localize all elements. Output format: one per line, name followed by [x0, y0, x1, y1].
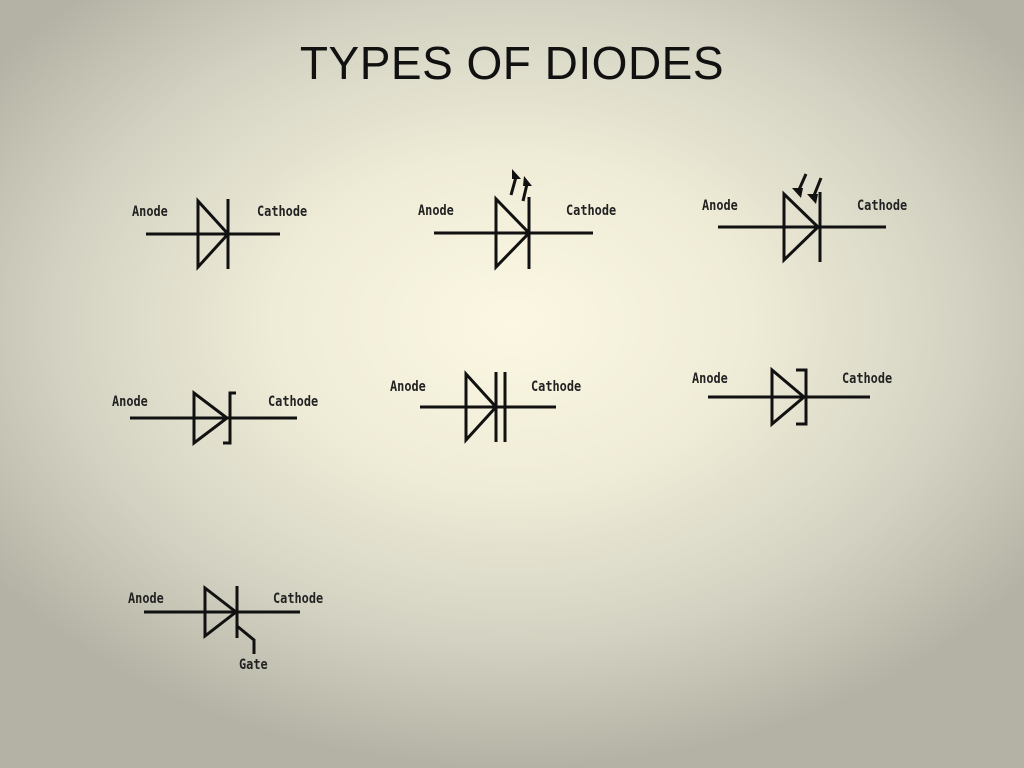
anode-label: Anode: [692, 371, 728, 387]
tunnel-diode-symbol: Anode Cathode: [690, 362, 920, 432]
pn-junction-diode-symbol: Anode Cathode: [130, 195, 320, 275]
photodiode-glyph: [718, 173, 886, 264]
diode-glyph: [146, 197, 280, 271]
anode-label: Anode: [132, 204, 168, 220]
cathode-label: Cathode: [268, 394, 319, 410]
anode-label: Anode: [702, 198, 738, 214]
cathode-label: Cathode: [273, 591, 324, 607]
scr-glyph: [144, 584, 300, 654]
slide-title: TYPES OF DIODES: [299, 37, 725, 89]
anode-label: Anode: [128, 591, 164, 607]
silicon-controlled-rectifier-symbol: Anode Cathode Gate: [126, 582, 346, 682]
zener-diode-symbol: Anode Cathode: [110, 385, 340, 455]
cathode-label: Cathode: [842, 371, 893, 387]
tunnel-glyph: [708, 366, 870, 428]
cathode-label: Cathode: [857, 198, 908, 214]
led-glyph: [434, 169, 593, 271]
anode-label: Anode: [112, 394, 148, 410]
varactor-glyph: [420, 370, 556, 444]
anode-label: Anode: [418, 203, 454, 219]
photodiode-symbol: Anode Cathode: [700, 170, 930, 270]
cathode-label: Cathode: [257, 204, 308, 220]
light-emitting-diode-symbol: Anode Cathode: [416, 165, 636, 275]
varactor-diode-symbol: Anode Cathode: [388, 368, 608, 448]
cathode-label: Cathode: [566, 203, 617, 219]
gate-label: Gate: [239, 657, 268, 673]
cathode-label: Cathode: [531, 379, 582, 395]
zener-glyph: [130, 389, 297, 447]
anode-label: Anode: [390, 379, 426, 395]
